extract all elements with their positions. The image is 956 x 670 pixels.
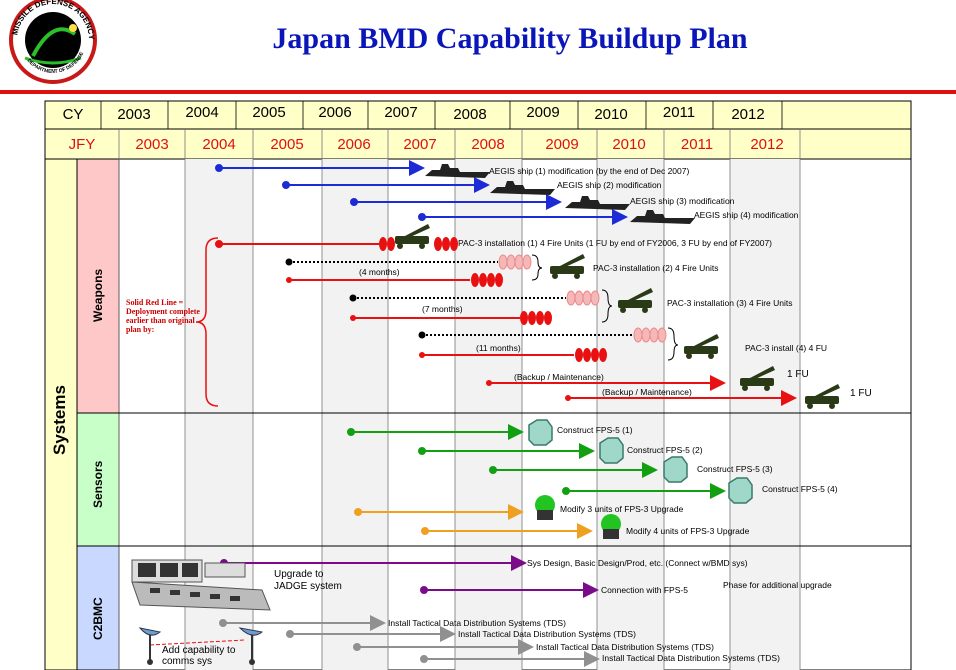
mda-logo: MISSILE DEFENSE AGENCY DEPARTMENT OF DEF…: [3, 0, 103, 89]
pac3-label: PAC-3 install (4) 4 FU: [745, 343, 828, 353]
early-months-label: (4 months): [359, 267, 400, 277]
c2-phase-label: Phase for additional upgrade: [723, 580, 832, 590]
jfy-year: 2009: [545, 136, 579, 153]
fps5-label: Construct FPS-5 (1): [557, 425, 633, 435]
cy-year: 2006: [318, 104, 352, 121]
c2-sys-design-label: Sys Design, Basic Design/Prod, etc. (Con…: [527, 558, 748, 568]
fps3-label: Modify 3 units of FPS-3 Upgrade: [560, 504, 684, 514]
cy-year: 2010: [594, 106, 628, 123]
backup-label: (Backup / Maintenance): [514, 372, 604, 382]
comms-label: Add capability to comms sys: [162, 645, 236, 667]
early-deployment-note: Solid Red Line = Deployment complete ear…: [126, 298, 200, 334]
early-months-label: (11 months): [476, 343, 521, 353]
jfy-year: 2003: [135, 136, 169, 153]
cy-year: 2003: [117, 106, 151, 123]
fu-label: 1 FU: [850, 388, 872, 399]
cy-year: 2011: [662, 104, 696, 121]
jfy-year: 2004: [202, 136, 236, 153]
page-title: Japan BMD Capability Buildup Plan: [272, 22, 748, 55]
jfy-year: 2006: [337, 136, 371, 153]
early-months-label: (7 months): [422, 304, 463, 314]
c2-connection-label: Connection with FPS-5: [601, 585, 688, 595]
fps5-label: Construct FPS-5 (2): [627, 445, 703, 455]
cy-year: 2004: [185, 104, 219, 121]
tds-label: Install Tactical Data Distribution Syste…: [388, 618, 566, 628]
jfy-year: 2007: [403, 136, 437, 153]
jfy-year: 2010: [612, 136, 646, 153]
title-divider: [0, 90, 956, 94]
jfy-year: 2012: [750, 136, 784, 153]
cy-year: 2007: [384, 104, 418, 121]
jadge-label: Upgrade to JADGE system: [274, 569, 342, 592]
cy-year: 2008: [453, 106, 487, 123]
aegis-label: AEGIS ship (4) modification: [694, 210, 799, 220]
tds-label: Install Tactical Data Distribution Syste…: [602, 653, 780, 663]
jfy-year: 2005: [270, 136, 304, 153]
aegis-label: AEGIS ship (3) modification: [630, 196, 735, 206]
backup-label: (Backup / Maintenance): [602, 387, 692, 397]
pac3-label: PAC-3 installation (1) 4 Fire Units (1 F…: [458, 238, 773, 248]
cy-year: 2012: [731, 106, 765, 123]
pac3-label: PAC-3 installation (2) 4 Fire Units: [593, 263, 719, 273]
cy-year: 2009: [526, 104, 560, 121]
fps5-label: Construct FPS-5 (3): [697, 464, 773, 474]
cy-label: CY: [62, 106, 84, 123]
jfy-year: 2008: [471, 136, 505, 153]
pac3-label: PAC-3 installation (3) 4 Fire Units: [667, 298, 793, 308]
fu-label: 1 FU: [787, 369, 809, 380]
jfy-year: 2011: [680, 136, 714, 153]
fps3-label: Modify 4 units of FPS-3 Upgrade: [626, 526, 750, 536]
fps5-label: Construct FPS-5 (4): [762, 484, 838, 494]
jfy-label: JFY: [68, 136, 96, 153]
tds-label: Install Tactical Data Distribution Syste…: [536, 642, 714, 652]
tds-label: Install Tactical Data Distribution Syste…: [458, 629, 636, 639]
aegis-label: AEGIS ship (2) modification: [557, 180, 662, 190]
aegis-label: AEGIS ship (1) modification (by the end …: [489, 166, 690, 176]
cy-year: 2005: [252, 104, 286, 121]
